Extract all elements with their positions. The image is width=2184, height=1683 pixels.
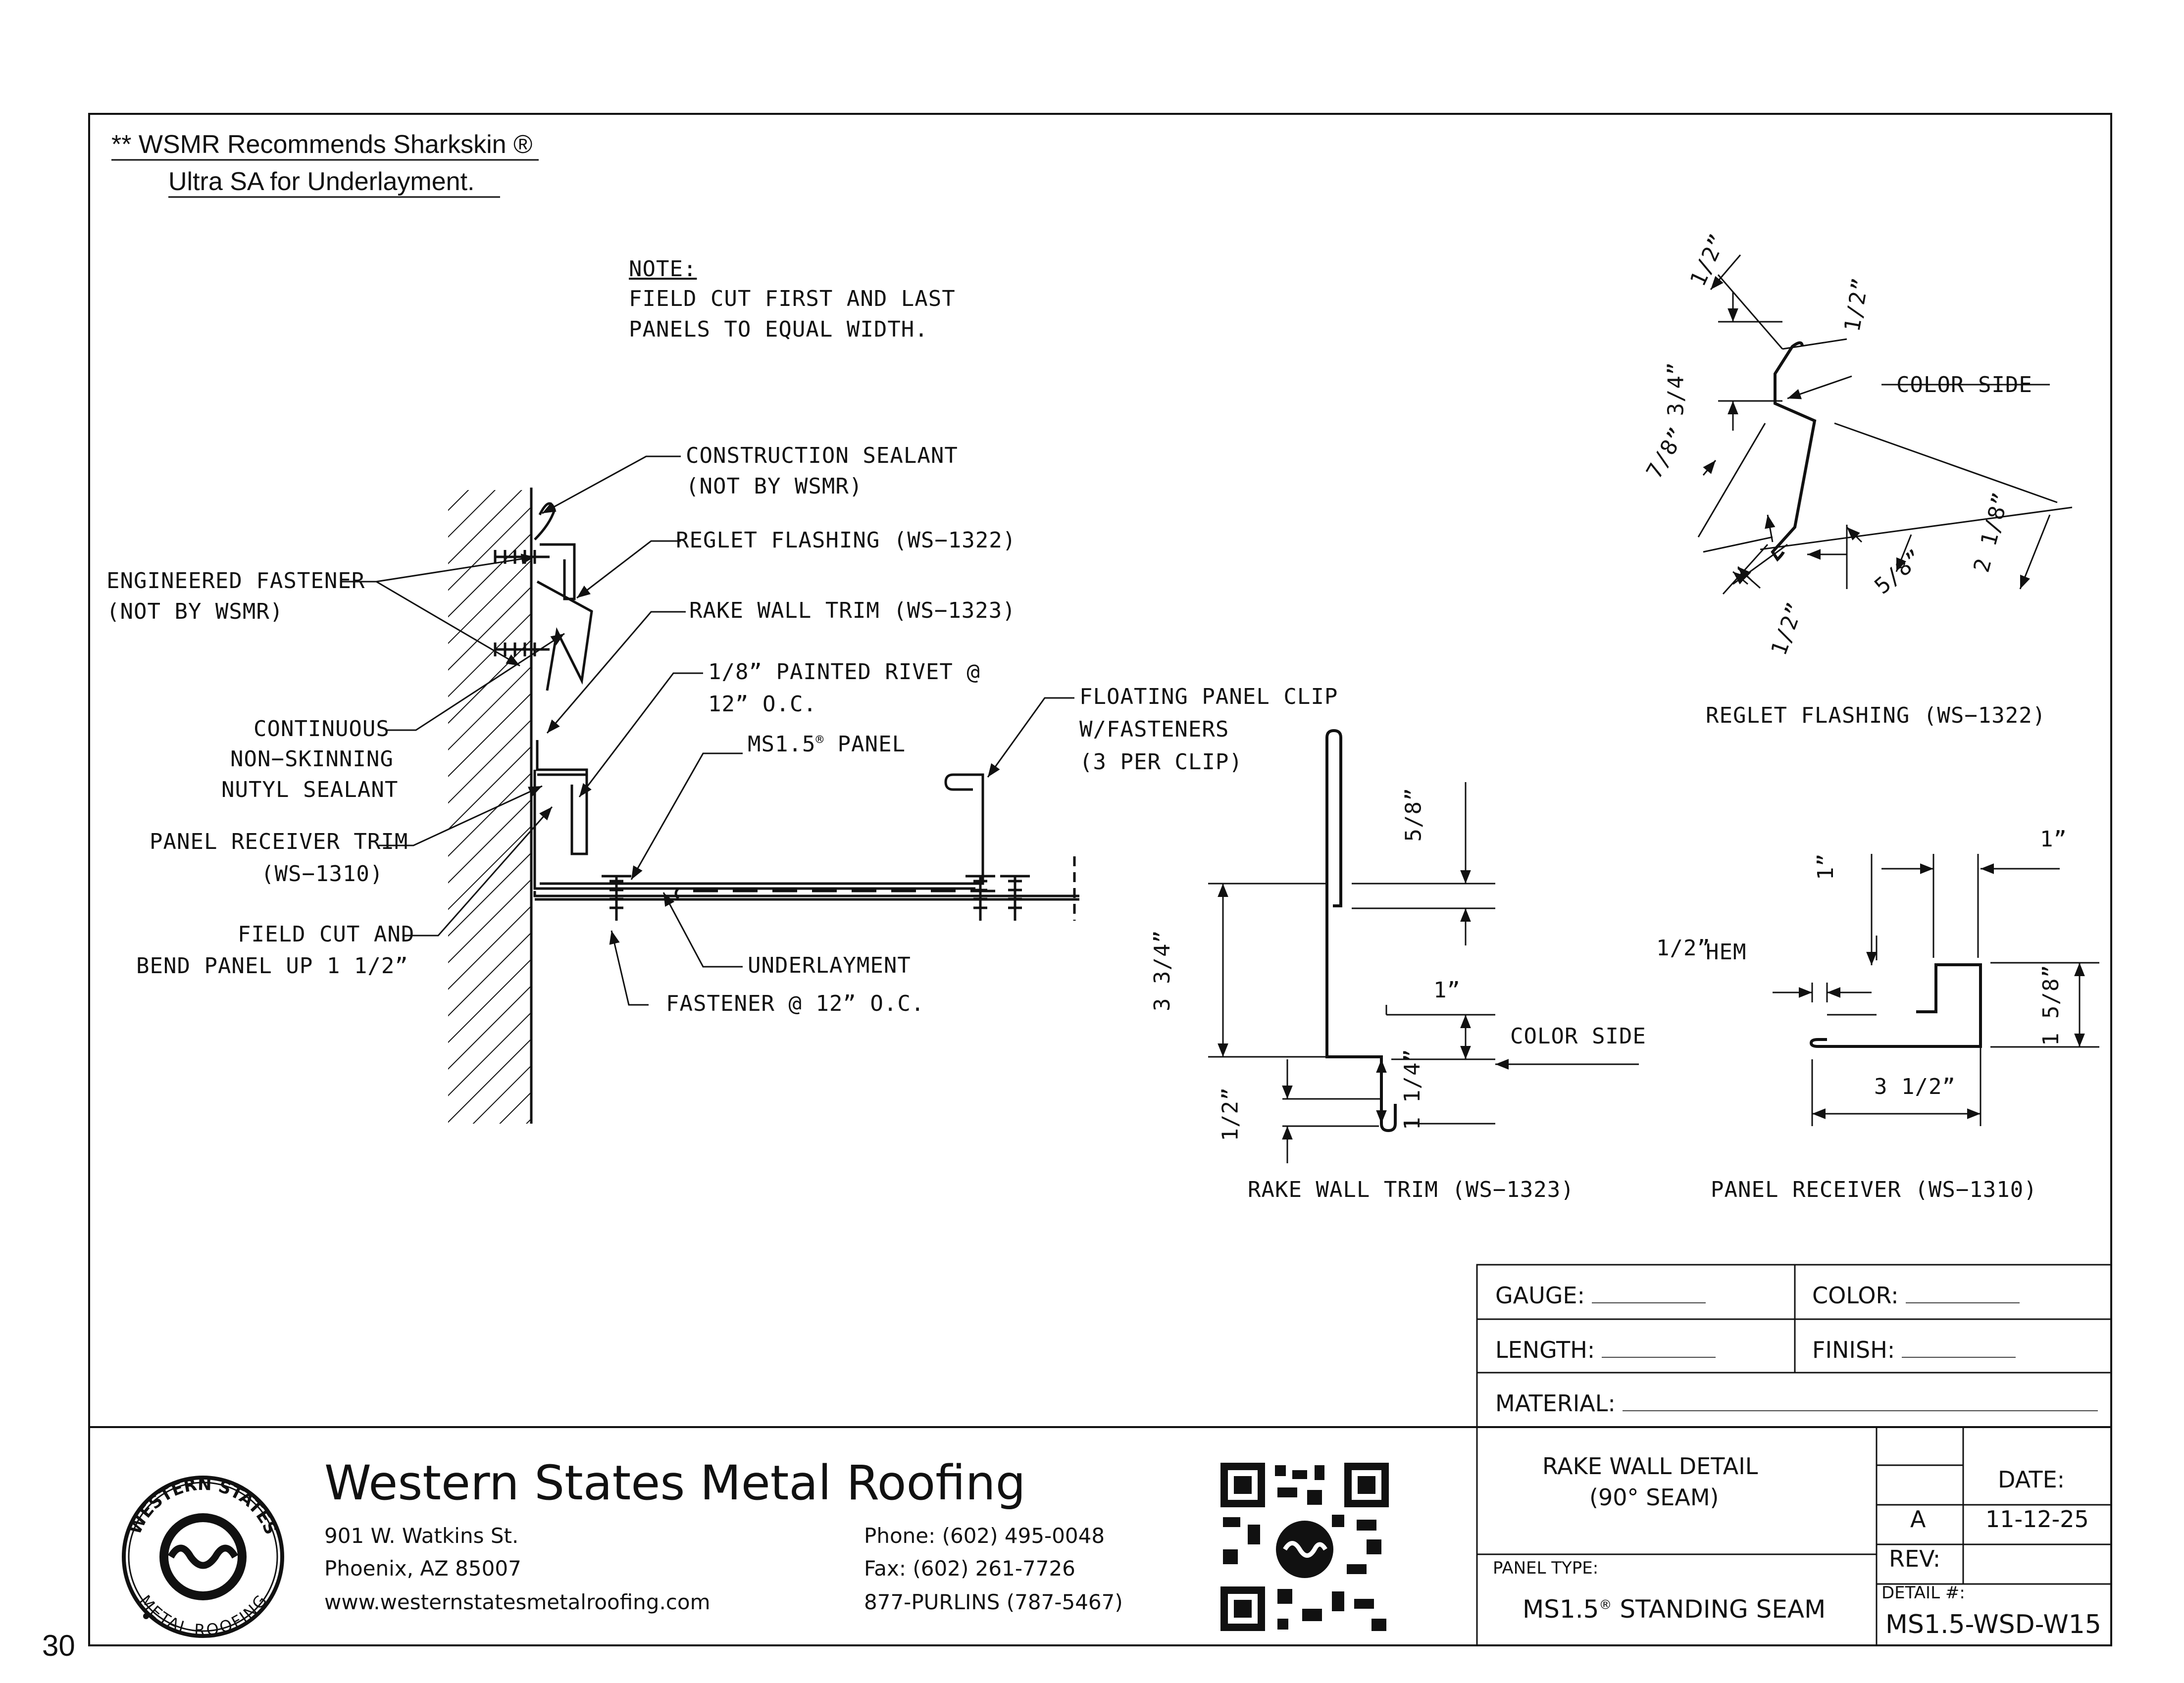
top-note-line-1: ** WSMR Recommends Sharkskin ® <box>111 130 533 159</box>
panel-type-suffix: STANDING SEAM <box>1620 1595 1826 1624</box>
title-block-lines <box>1476 1427 2111 1645</box>
rev-label: REV: <box>1889 1545 1941 1572</box>
callout-floating-clip-1: FLOATING PANEL CLIP <box>1079 684 1338 709</box>
callout-continuous-2: NON−SKINNING <box>230 746 394 772</box>
receiver-hem-dim: 1/2” <box>1656 936 1711 961</box>
callout-construction-sealant-2: (NOT BY WSMR) <box>686 474 863 499</box>
company-website: www.westernstatesmetalroofing.com <box>324 1590 711 1614</box>
receiver-dim-4: 3 1/2” <box>1874 1074 1956 1099</box>
spec-length: LENGTH: <box>1495 1336 1716 1363</box>
callout-engineered-fastener-2: (NOT BY WSMR) <box>106 599 284 624</box>
callout-field-cut-2: BEND PANEL UP 1 1/2” <box>136 953 408 979</box>
rake-dim-5: 1/2” <box>1218 1087 1243 1141</box>
ms15-panel-suffix: PANEL <box>837 732 906 757</box>
ms15-panel-name: MS1.5 <box>748 732 816 757</box>
reglet-flashing-profile <box>1771 341 1817 562</box>
callout-panel-receiver-1: PANEL RECEIVER TRIM <box>150 829 408 854</box>
detail-title-2: (90° SEAM) <box>1589 1484 1719 1511</box>
panel-type-label: PANEL TYPE: <box>1493 1558 1599 1578</box>
detail-no: MS1.5-WSD-W15 <box>1885 1610 2101 1639</box>
spec-length-label: LENGTH: <box>1495 1336 1595 1363</box>
note-heading: NOTE: <box>629 256 697 282</box>
spec-color-label: COLOR: <box>1812 1282 1899 1309</box>
page-number: 30 <box>42 1629 75 1662</box>
reglet-flashing-dims <box>1697 254 2073 595</box>
address-street: 901 W. Watkins St. <box>324 1524 519 1548</box>
detail-title-1: RAKE WALL DETAIL <box>1542 1453 1758 1480</box>
rake-color-side: COLOR SIDE <box>1510 1024 1646 1049</box>
reglet-dim-3: 3/4” <box>1663 361 1689 416</box>
drawing-border <box>88 113 2112 1646</box>
panel-receiver-profile <box>1809 963 1982 1048</box>
rake-detail-title: RAKE WALL TRIM (WS−1323) <box>1248 1177 1575 1202</box>
callout-reglet-flashing: REGLET FLASHING (WS−1322) <box>676 528 1016 553</box>
address-city: Phoenix, AZ 85007 <box>324 1556 521 1581</box>
rake-dim-4: 1 1/4” <box>1399 1048 1425 1130</box>
callout-continuous-1: CONTINUOUS <box>254 716 390 742</box>
rake-wall-trim-dims <box>1208 782 1639 1163</box>
receiver-detail-title: PANEL RECEIVER (WS−1310) <box>1711 1177 2037 1202</box>
callout-rivet-1: 1/8” PAINTED RIVET @ <box>708 659 980 685</box>
spec-material: MATERIAL: <box>1495 1390 2098 1417</box>
company-phone: Phone: (602) 495-0048 <box>864 1524 1105 1548</box>
receiver-hem: HEM <box>1706 940 1747 965</box>
panel-type-name: MS1.5 <box>1523 1595 1599 1624</box>
callout-fastener: FASTENER @ 12” O.C. <box>666 991 925 1016</box>
spec-finish: FINISH: <box>1812 1336 2016 1363</box>
rake-dim-1: 5/8” <box>1401 787 1426 842</box>
callout-ms15-panel: MS1.5® PANEL <box>748 732 906 757</box>
company-logo-icon <box>122 1476 284 1638</box>
spec-finish-label: FINISH: <box>1812 1336 1895 1363</box>
panel-type: MS1.5® STANDING SEAM <box>1523 1595 1826 1624</box>
callout-continuous-3: NUTYL SEALANT <box>221 777 399 802</box>
callout-rake-wall-trim: RAKE WALL TRIM (WS−1323) <box>689 598 1016 623</box>
top-note-line-2: Ultra SA for Underlayment. <box>168 167 475 196</box>
reglet-detail-title: REGLET FLASHING (WS−1322) <box>1706 703 2046 728</box>
callout-panel-receiver-2: (WS−1310) <box>261 861 384 887</box>
panel-receiver-dims <box>1773 854 2099 1126</box>
detail-no-label: DETAIL #: <box>1881 1583 1965 1603</box>
spec-gauge-label: GAUGE: <box>1495 1282 1585 1309</box>
rake-dim-3: 1” <box>1433 978 1461 1003</box>
callout-floating-clip-2: W/FASTENERS <box>1079 717 1229 742</box>
rake-wall-section <box>448 488 1079 1124</box>
receiver-dim-1: 1” <box>1813 853 1838 880</box>
callout-engineered-fastener-1: ENGINEERED FASTENER <box>106 568 365 594</box>
reglet-color-side: COLOR SIDE <box>1896 372 2032 397</box>
callout-construction-sealant-1: CONSTRUCTION SEALANT <box>686 443 958 468</box>
note-line-2: PANELS TO EQUAL WIDTH. <box>629 317 928 342</box>
spec-gauge: GAUGE: <box>1495 1282 1706 1309</box>
callout-underlayment: UNDERLAYMENT <box>748 953 911 978</box>
qr-code <box>1218 1460 1391 1634</box>
rake-wall-trim-profile <box>1325 729 1397 1133</box>
spec-color: COLOR: <box>1812 1282 2020 1309</box>
receiver-dim-3: 1 5/8” <box>2038 964 2064 1046</box>
rev-letter: A <box>1910 1506 1926 1533</box>
receiver-dim-2: 1” <box>2040 827 2067 852</box>
spec-block-lines <box>1476 1264 2112 1428</box>
date-label: DATE: <box>1998 1466 2065 1493</box>
main-section-leaders <box>342 455 1074 1006</box>
note-line-1: FIELD CUT FIRST AND LAST <box>629 286 956 311</box>
callout-rivet-2: 12” O.C. <box>708 692 817 717</box>
company-name: Western States Metal Roofing <box>324 1455 1026 1511</box>
spec-material-label: MATERIAL: <box>1495 1390 1616 1417</box>
rake-dim-2: 3 3/4” <box>1149 930 1175 1011</box>
callout-floating-clip-3: (3 PER CLIP) <box>1079 749 1243 775</box>
date-value: 11-12-25 <box>1985 1506 2089 1533</box>
company-fax: Fax: (602) 261-7726 <box>864 1556 1075 1581</box>
company-purlins: 877-PURLINS (787-5467) <box>864 1590 1123 1614</box>
callout-field-cut-1: FIELD CUT AND <box>238 922 415 947</box>
